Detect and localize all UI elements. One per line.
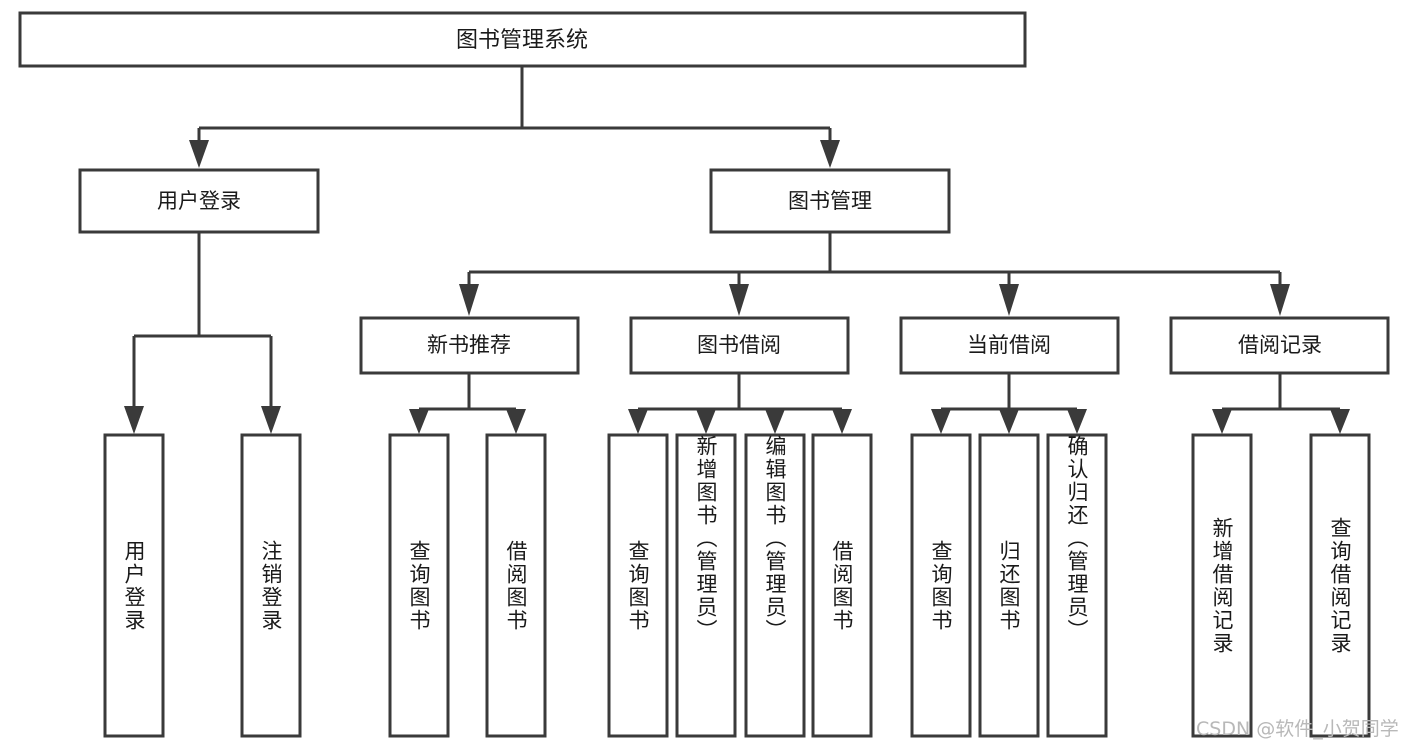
node-borrow-record[interactable]: 借阅记录	[1169, 316, 1390, 375]
arrow-head-newbook-leaf-2	[506, 409, 526, 434]
node-new-book-recommend-label: 新书推荐	[427, 333, 511, 357]
node-user-login[interactable]: 用户登录	[78, 168, 320, 234]
arrow-head-bookborrow-leaf-4	[832, 409, 852, 434]
leaf-box-return-book[interactable]	[978, 433, 1040, 738]
leaf-box-query-book-1[interactable]	[388, 433, 450, 738]
node-current-borrow-label: 当前借阅	[967, 333, 1051, 357]
leaf-box-borrow-book-2[interactable]	[811, 433, 873, 738]
arrow-head-current-borrow	[999, 284, 1019, 316]
node-current-borrow[interactable]: 当前借阅	[899, 316, 1120, 375]
arrow-head-currentborrow-leaf-3	[1067, 409, 1087, 434]
arrow-head-book-manage	[820, 140, 840, 168]
arrow-head-borrow-record	[1270, 284, 1290, 316]
node-book-borrow[interactable]: 图书借阅	[629, 316, 850, 375]
leaf-box-user-login[interactable]	[103, 433, 165, 738]
leaf-boxes	[103, 433, 1371, 738]
connectors	[124, 66, 1350, 434]
node-borrow-record-label: 借阅记录	[1238, 333, 1322, 357]
node-book-manage-label: 图书管理	[788, 189, 872, 213]
node-root[interactable]: 图书管理系统	[18, 11, 1027, 68]
leaf-box-logout[interactable]	[240, 433, 302, 738]
leaf-box-query-book-2[interactable]	[607, 433, 669, 738]
leaf-box-edit-book[interactable]	[744, 433, 806, 738]
arrow-head-leaf-user-login	[124, 406, 144, 434]
node-root-label: 图书管理系统	[456, 28, 588, 53]
leaf-box-query-book-3[interactable]	[910, 433, 972, 738]
leaf-box-borrow-book-1[interactable]	[485, 433, 547, 738]
arrow-head-new-book	[459, 284, 479, 316]
node-user-login-label: 用户登录	[157, 189, 241, 213]
arrow-head-borrowrecord-leaf-2	[1330, 409, 1350, 434]
node-new-book-recommend[interactable]: 新书推荐	[359, 316, 580, 375]
leaf-box-add-book[interactable]	[675, 433, 737, 738]
arrow-head-currentborrow-leaf-2	[999, 409, 1019, 434]
leaf-box-confirm-return[interactable]	[1046, 433, 1108, 738]
node-book-manage[interactable]: 图书管理	[709, 168, 951, 234]
arrow-head-bookborrow-leaf-3	[765, 409, 785, 434]
arrow-head-user-login	[189, 140, 209, 168]
arrow-head-bookborrow-leaf-1	[628, 409, 648, 434]
arrow-head-bookborrow-leaf-2	[696, 409, 716, 434]
arrow-head-leaf-logout	[261, 406, 281, 434]
arrow-head-book-borrow	[729, 284, 749, 316]
leaf-box-add-record[interactable]	[1191, 433, 1253, 738]
arrow-head-currentborrow-leaf-1	[931, 409, 951, 434]
arrow-head-newbook-leaf-1	[409, 409, 429, 434]
leaf-box-query-record[interactable]	[1309, 433, 1371, 738]
arrow-head-borrowrecord-leaf-1	[1212, 409, 1232, 434]
node-book-borrow-label: 图书借阅	[697, 333, 781, 357]
